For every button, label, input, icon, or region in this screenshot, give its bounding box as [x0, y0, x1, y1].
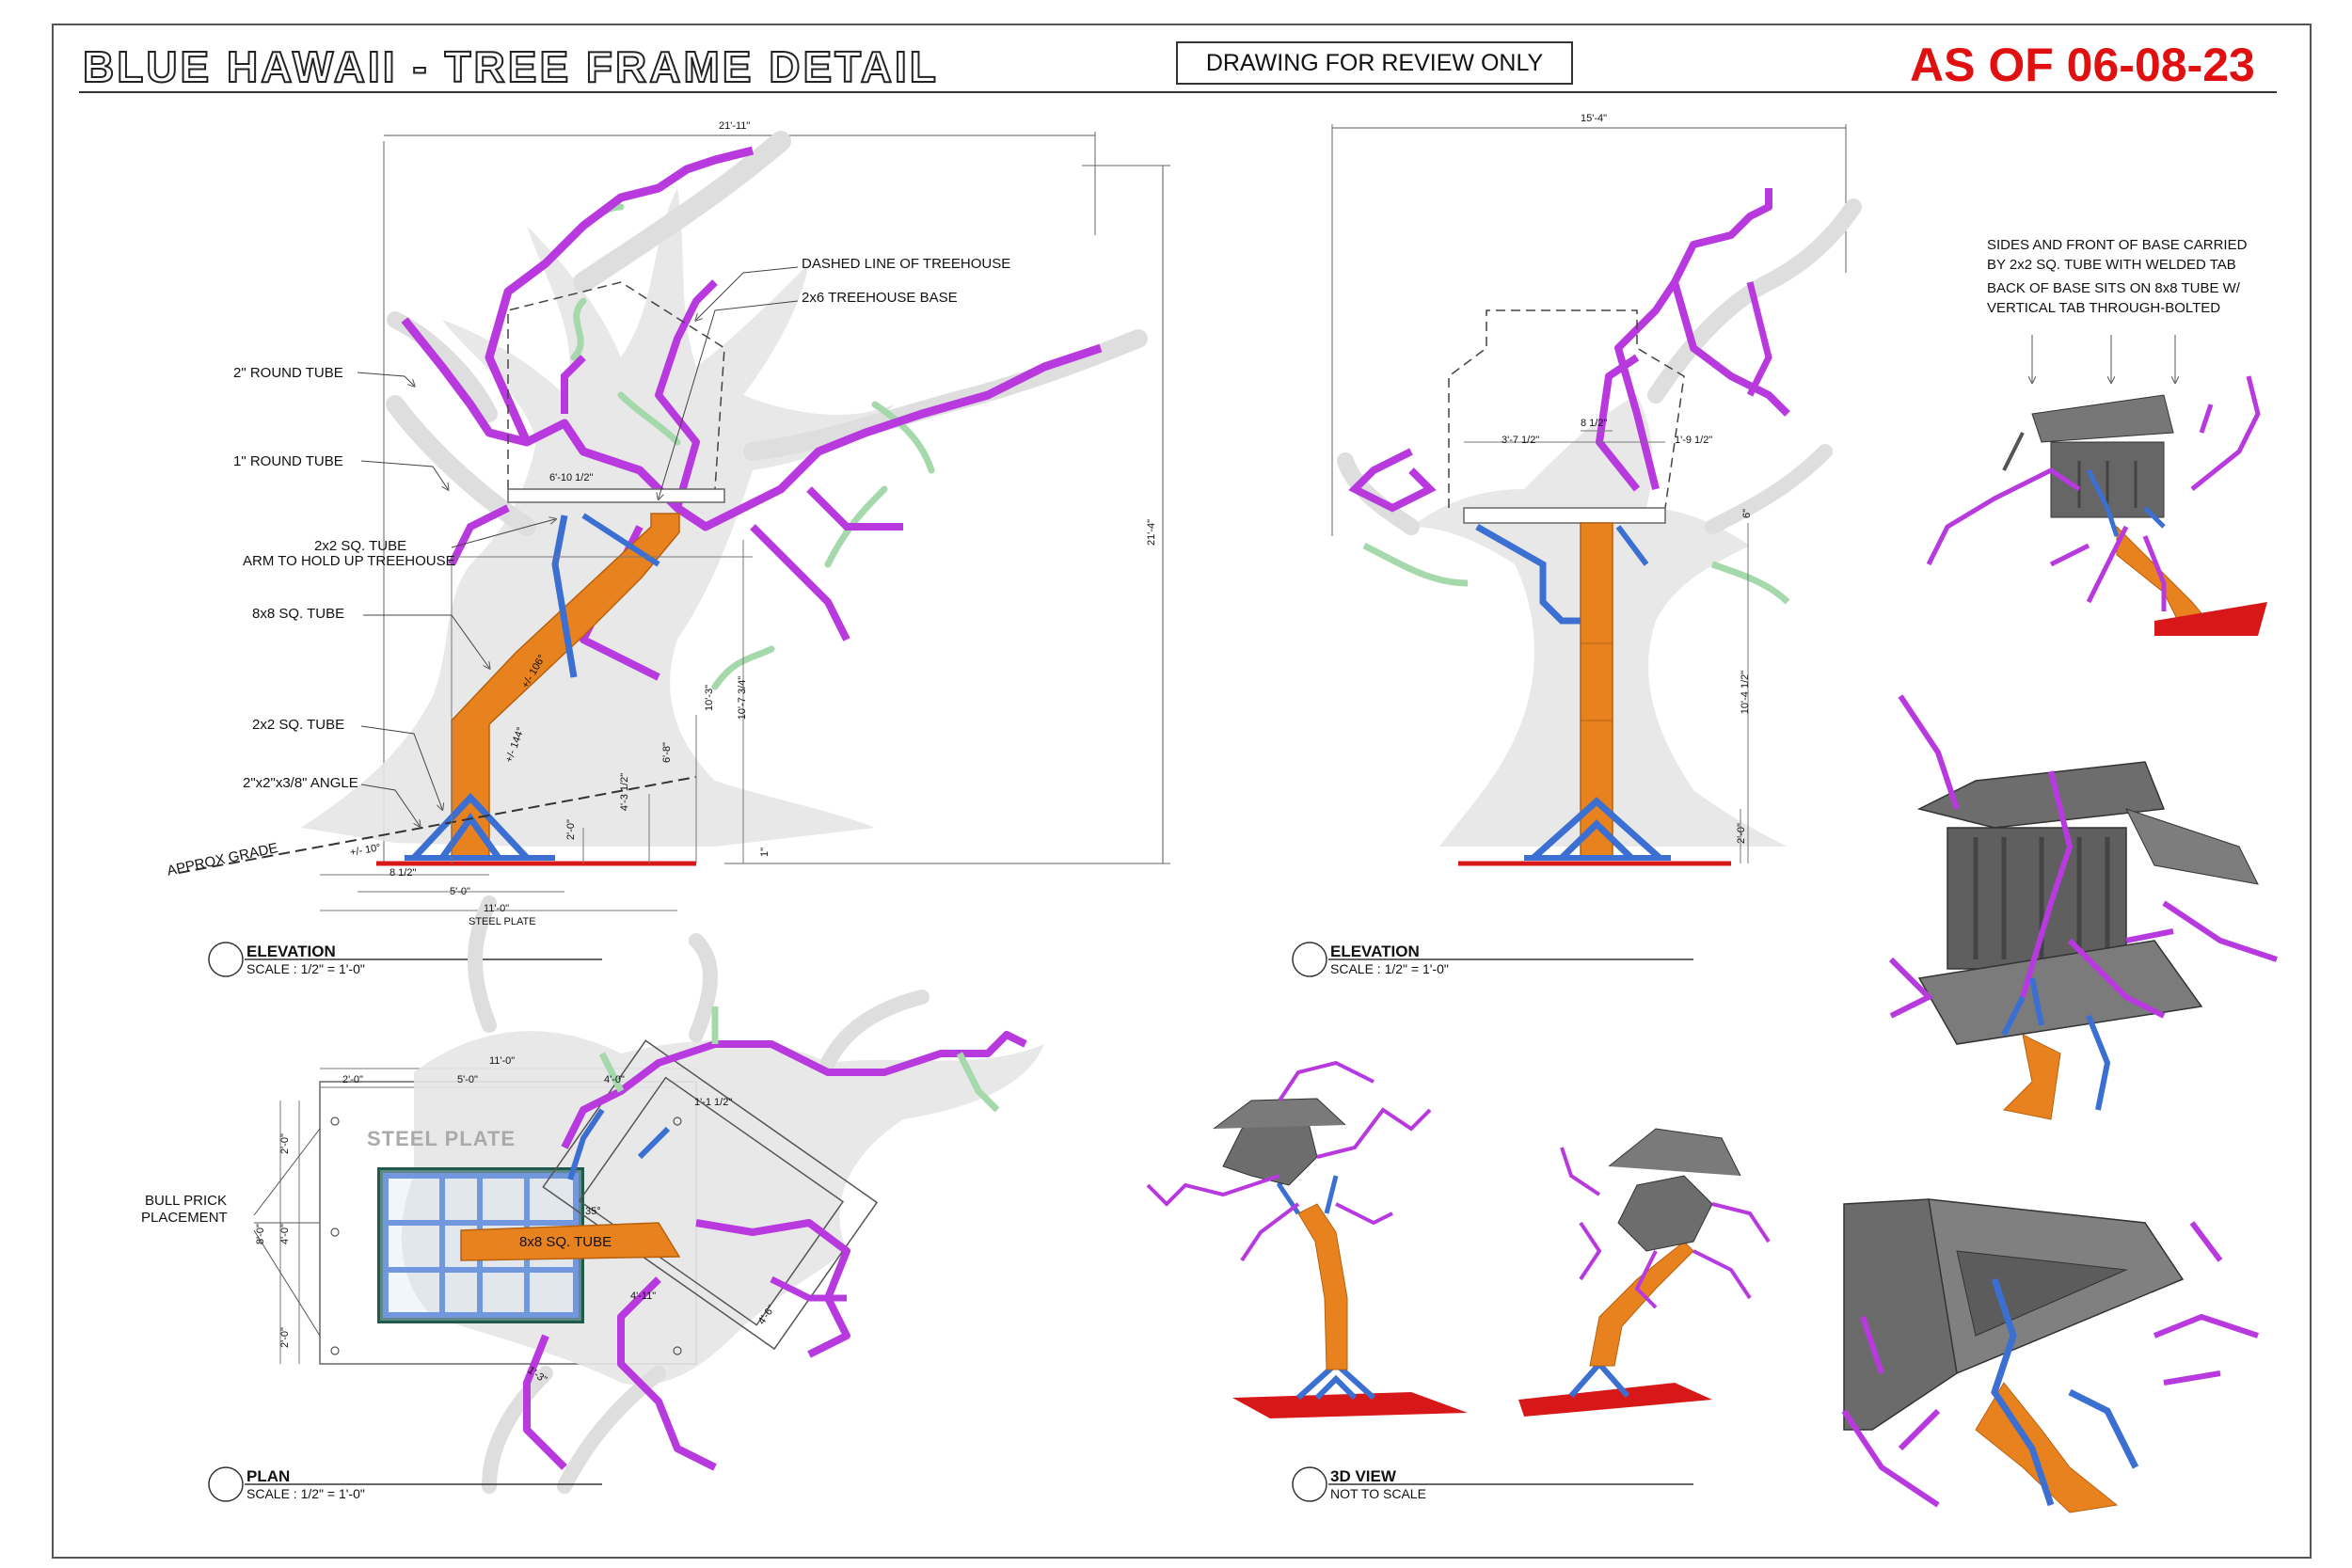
plan-dim-8-0: 8'-0": [254, 1224, 266, 1244]
dim-overall-height: 21'-4": [1146, 518, 1158, 546]
detail-note: SIDES AND FRONT OF BASE CARRIED BY 2x2 S…: [1987, 235, 2247, 318]
dim-base-width: 6'-10 1/2": [549, 472, 594, 483]
plan-dim-2-0: 2'-0": [342, 1074, 363, 1085]
sheet-border: [52, 24, 2312, 1559]
as-of-date: AS OF 06-08-23: [1910, 39, 2255, 91]
callout-round-tube-1: 1" ROUND TUBE: [233, 453, 343, 469]
plan-dim-11-0: 11'-0": [489, 1055, 516, 1067]
plan-dim-4-0: 4'-0": [278, 1224, 291, 1244]
plan-tube-label: 8x8 SQ. TUBE: [519, 1234, 612, 1250]
plan-dim-4-11: 4'-11": [630, 1291, 657, 1302]
plan-drawing: [208, 895, 1044, 1502]
callout-angle: 2"x2"x3/8" ANGLE: [243, 775, 358, 791]
dim-overall-width: 21'-11": [719, 120, 751, 132]
dim-right-6: 6": [1741, 508, 1754, 519]
dim-10-7: 10'-7 3/4": [737, 675, 749, 721]
view-scale-3d: NOT TO SCALE: [1330, 1486, 1426, 1501]
view-title-plan: PLAN: [246, 1467, 291, 1485]
dim-11-0: 11'-0": [484, 903, 510, 914]
3d-view-title-block: [1292, 1466, 1693, 1502]
dim-right-10-4: 10'-4 1/2": [1740, 670, 1752, 715]
callout-treehouse-base: 2x6 TREEHOUSE BASE: [802, 290, 958, 306]
callout-8x8-tube: 8x8 SQ. TUBE: [252, 606, 345, 622]
detail-note-line3: BACK OF BASE SITS ON 8x8 TUBE W/: [1987, 280, 2240, 296]
dim-5-0: 5'-0": [450, 886, 470, 897]
detail-render-bottom: [1841, 1198, 2259, 1513]
dim-right-overall-width: 15'-4": [1581, 113, 1608, 124]
plan-dim-2-0-a: 2'-0": [278, 1133, 291, 1154]
view-title-elevation-right: ELEVATION: [1330, 942, 1420, 960]
dim-2-0: 2'-0": [564, 819, 577, 840]
page-title: BLUE HAWAII - TREE FRAME DETAIL: [82, 41, 939, 92]
dim-6-8: 6'-8": [660, 742, 673, 763]
callout-dashed-line: DASHED LINE OF TREEHOUSE: [802, 256, 1011, 272]
dim-right-2-0: 2'-0": [1735, 823, 1747, 844]
3d-view-right: [1518, 1128, 1771, 1417]
label-steel-plate-elev: STEEL PLATE: [469, 916, 536, 927]
callout-round-tube-2: 2" ROUND TUBE: [233, 365, 343, 381]
callout-2x2-arm-line1: 2x2 SQ. TUBE: [314, 538, 407, 554]
plan-dim-4-0: 4'-0": [604, 1074, 625, 1085]
left-elevation-drawing: [178, 131, 1170, 977]
view-scale-plan: SCALE : 1/2" = 1'-0": [246, 1486, 365, 1501]
view-scale-elevation-right: SCALE : 1/2" = 1'-0": [1330, 961, 1449, 976]
dim-4-3: 4'-3 1/2": [619, 772, 631, 812]
view-title-3d: 3D VIEW: [1330, 1467, 1396, 1485]
dim-1: 1": [759, 847, 771, 858]
plan-dim-angle-35: 35°: [585, 1206, 601, 1217]
view-title-elevation-left: ELEVATION: [246, 942, 336, 960]
dim-right-3-7: 3'-7 1/2": [1502, 435, 1540, 446]
review-badge: DRAWING FOR REVIEW ONLY: [1176, 41, 1573, 85]
detail-note-line2: BY 2x2 SQ. TUBE WITH WELDED TAB: [1987, 257, 2236, 273]
dim-right-8-5: 8 1/2": [1581, 418, 1608, 429]
view-scale-elevation-left: SCALE : 1/2" = 1'-0": [246, 961, 365, 976]
callout-2x2-arm-line2: ARM TO HOLD UP TREEHOUSE: [243, 553, 455, 569]
plan-dim-5-0: 5'-0": [457, 1074, 478, 1085]
callout-2x2-tube: 2x2 SQ. TUBE: [252, 717, 345, 733]
plan-dim-2-0-b: 2'-0": [278, 1327, 291, 1348]
detail-render-middle: [1888, 694, 2278, 1120]
bull-prick-line1: BULL PRICK: [145, 1193, 227, 1209]
plan-steel-plate-label: STEEL PLATE: [367, 1127, 516, 1150]
dim-10-3: 10'-3": [704, 684, 716, 712]
detail-note-line4: VERTICAL TAB THROUGH-BOLTED: [1987, 300, 2221, 316]
dim-8-5: 8 1/2": [389, 867, 417, 879]
3d-view-left: [1146, 1060, 1468, 1418]
dim-right-1-9: 1'-9 1/2": [1675, 435, 1713, 446]
detail-note-line1: SIDES AND FRONT OF BASE CARRIED: [1987, 237, 2248, 253]
detail-render-top: [1926, 375, 2267, 636]
bull-prick-line2: PLACEMENT: [141, 1210, 228, 1226]
plan-dim-1-1: 1'-1 1/2": [694, 1097, 733, 1108]
detail-note-arrows: [2032, 335, 2175, 382]
right-elevation-drawing: [1292, 124, 1862, 977]
